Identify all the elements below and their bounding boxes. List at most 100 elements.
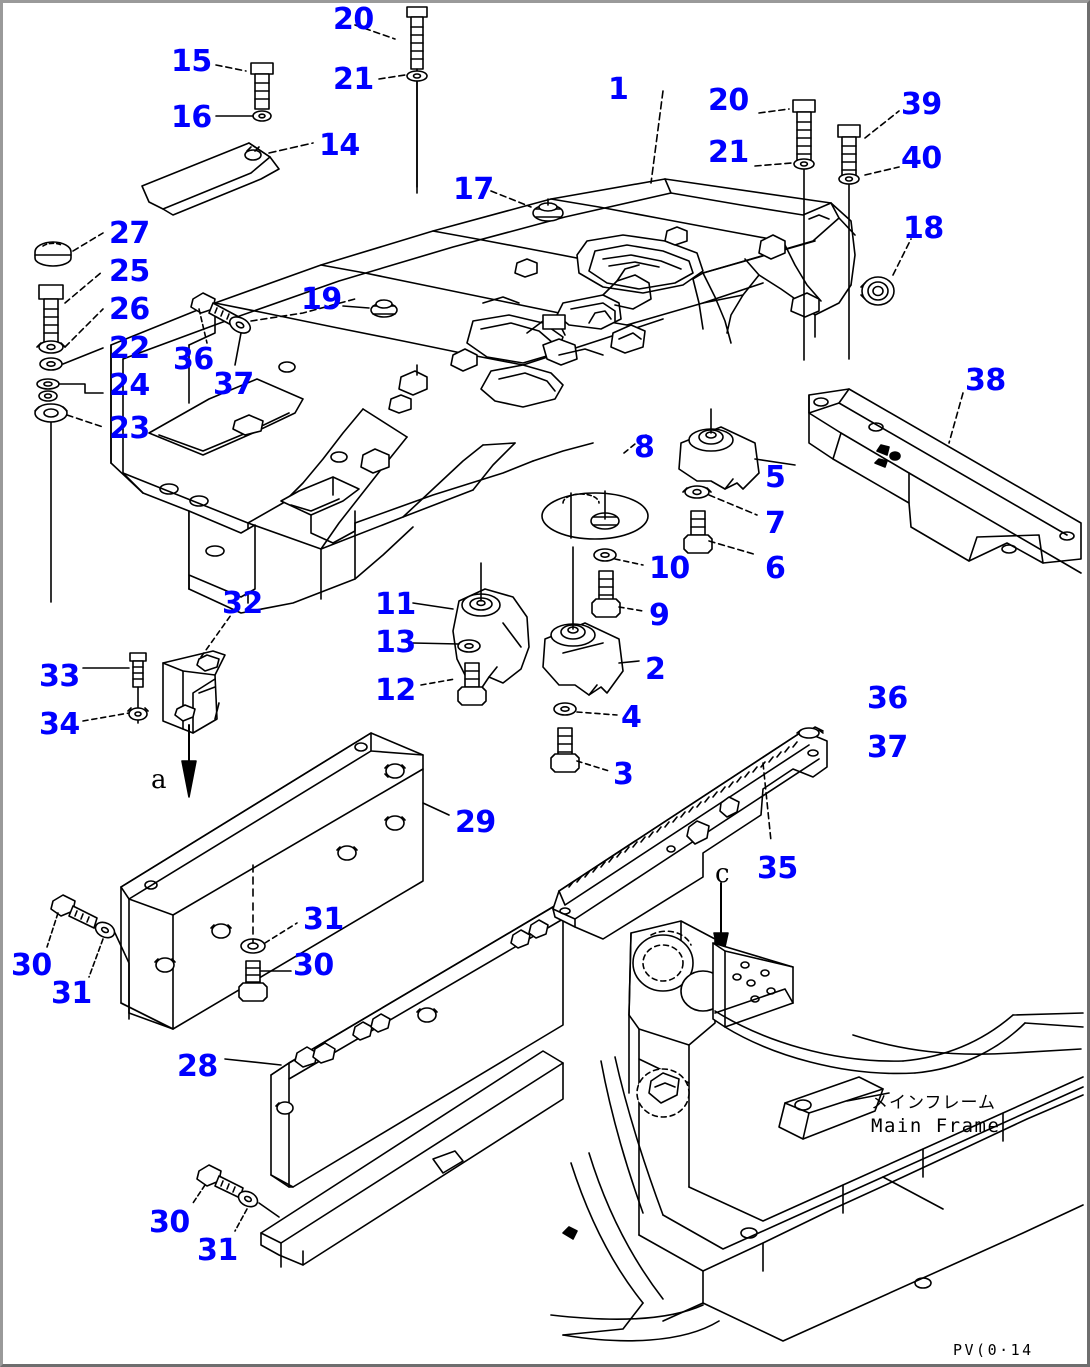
callout-number-24: 24 <box>109 368 150 403</box>
callout-number-15: 15 <box>171 44 212 79</box>
part-20-bolt-right <box>792 99 816 361</box>
part-40-washer <box>838 173 860 185</box>
part-12-bolt <box>457 662 487 706</box>
part-27-cap <box>34 241 72 267</box>
part-7-washer <box>682 485 712 499</box>
part-39-bolt <box>837 124 861 360</box>
callout-number-39: 39 <box>901 87 942 122</box>
callout-number-17: 17 <box>453 172 494 207</box>
callout-number-2: 2 <box>645 652 666 687</box>
callout-number-36: 36 <box>173 342 214 377</box>
callout-number-37: 37 <box>867 730 908 765</box>
part-29-panel <box>120 732 424 1030</box>
callout-number-40: 40 <box>901 141 942 176</box>
callout-number-16: 16 <box>171 100 212 135</box>
callout-number-23: 23 <box>109 411 150 446</box>
part-35-rail <box>552 726 828 940</box>
callout-number-11: 11 <box>375 587 416 622</box>
part-23-washer-large <box>34 403 68 603</box>
callout-number-34: 34 <box>39 707 80 742</box>
callout-number-21: 21 <box>333 62 374 97</box>
callout-number-28: 28 <box>177 1049 218 1084</box>
callout-number-31: 31 <box>303 902 344 937</box>
part-1-main-frame <box>110 178 856 614</box>
callout-number-32: 32 <box>222 586 263 621</box>
part-38-rail <box>808 388 1082 574</box>
callout-number-20: 20 <box>333 2 374 37</box>
callout-number-30: 30 <box>11 948 52 983</box>
part-31-washer-left-upper <box>94 921 116 939</box>
callout-number-35: 35 <box>757 851 798 886</box>
callout-number-13: 13 <box>375 625 416 660</box>
main-frame-reference <box>550 920 1084 1342</box>
part-6-bolt <box>683 510 713 554</box>
part-24-washer <box>36 378 60 402</box>
part-30-bolt-left-upper <box>50 894 98 929</box>
callout-number-8: 8 <box>634 430 655 465</box>
part-5-mount <box>678 408 760 490</box>
drawing-code: PV(0·14 <box>953 1341 1034 1359</box>
part-22-washer <box>39 357 63 371</box>
callout-number-19: 19 <box>301 282 342 317</box>
part-32-bracket <box>162 650 226 734</box>
callout-number-3: 3 <box>613 757 634 792</box>
callout-number-1: 1 <box>608 72 629 107</box>
part-3-bolt <box>550 727 580 773</box>
part-30-bolt-left-lower <box>196 1164 244 1199</box>
part-28-panel <box>270 900 564 1188</box>
callout-number-7: 7 <box>765 506 786 541</box>
main-frame-label-en: Main Frame <box>871 1115 1001 1137</box>
callout-number-38: 38 <box>965 363 1006 398</box>
callout-number-6: 6 <box>765 551 786 586</box>
part-4-washer <box>553 702 577 716</box>
part-33-bolt <box>129 652 147 724</box>
callout-number-20: 20 <box>708 83 749 118</box>
part-31-washer-left-lower <box>237 1190 259 1208</box>
callout-number-5: 5 <box>765 460 786 495</box>
part-8-washer-plate <box>541 490 649 540</box>
part-13-washer <box>457 639 481 653</box>
part-18-grommet <box>860 276 895 306</box>
callout-number-25: 25 <box>109 254 150 289</box>
callout-number-31: 31 <box>51 976 92 1011</box>
part-37-washer-upper <box>228 316 252 334</box>
callout-number-9: 9 <box>649 598 670 633</box>
part-30-bolt-panel <box>238 960 268 1002</box>
part-15-bolt <box>250 62 274 110</box>
main-frame-label-jp: メインフレーム <box>871 1093 996 1113</box>
part-9-bolt <box>591 570 621 618</box>
callout-number-21: 21 <box>708 135 749 170</box>
callout-number-33: 33 <box>39 659 80 694</box>
callout-number-10: 10 <box>649 551 690 586</box>
part-19-nut <box>370 299 398 318</box>
callout-number-30: 30 <box>293 948 334 983</box>
technical-linework <box>34 6 1084 1342</box>
part-25-bolt <box>38 284 64 344</box>
part-34-washer <box>127 707 149 721</box>
callout-number-30: 30 <box>149 1205 190 1240</box>
part-31-washer-panel <box>240 864 266 954</box>
section-marker-a: a <box>151 765 167 795</box>
part-10-washer <box>593 548 617 562</box>
marker-a-arrow <box>181 724 197 798</box>
part-26-washer <box>36 340 66 354</box>
part-21-washer-top <box>406 70 428 194</box>
part-17-nut <box>532 198 564 222</box>
part-20-bolt-top <box>406 6 428 188</box>
part-21-washer-right <box>793 158 815 170</box>
callout-number-22: 22 <box>109 331 150 366</box>
callout-number-18: 18 <box>903 211 944 246</box>
callout-number-12: 12 <box>375 673 416 708</box>
callout-number-26: 26 <box>109 292 150 327</box>
callout-number-27: 27 <box>109 216 150 251</box>
callout-number-4: 4 <box>621 700 642 735</box>
part-14-cover-plate <box>141 142 280 216</box>
section-marker-c: c <box>715 859 730 889</box>
callout-number-37: 37 <box>213 367 254 402</box>
callout-number-36: 36 <box>867 681 908 716</box>
part-16-washer <box>252 110 272 122</box>
lower-panel <box>260 1050 564 1268</box>
part-2-mount <box>542 546 624 696</box>
